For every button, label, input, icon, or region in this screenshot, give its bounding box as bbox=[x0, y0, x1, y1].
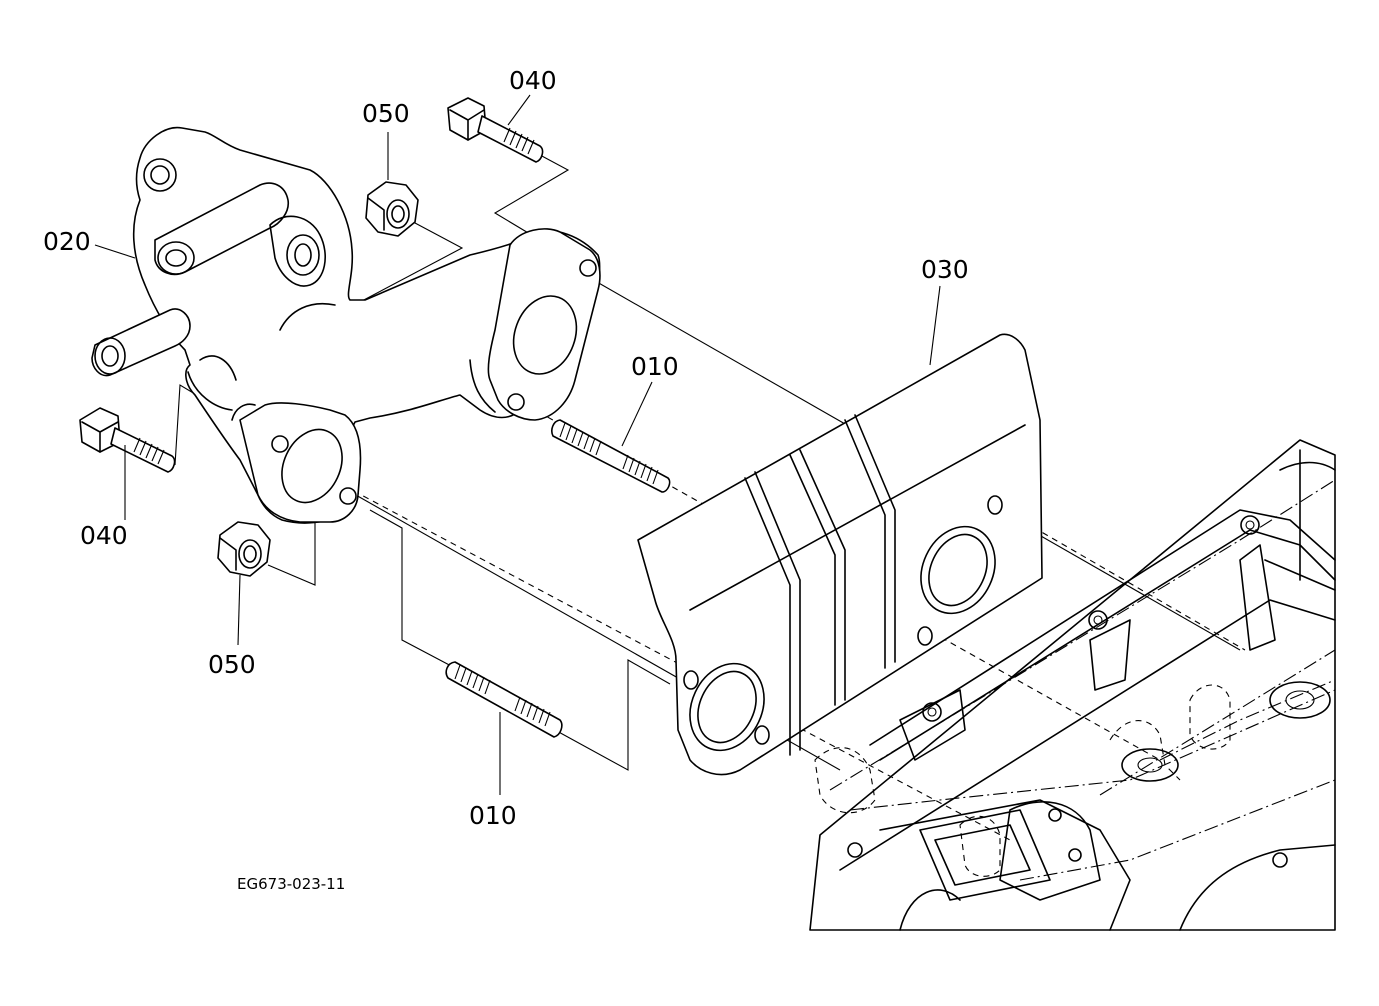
label-010-upper: 010 bbox=[631, 352, 679, 381]
leader-lines bbox=[94, 94, 941, 795]
gasket-030 bbox=[637, 333, 1043, 776]
label-020: 020 bbox=[43, 227, 91, 256]
label-050-lower: 050 bbox=[208, 650, 256, 679]
label-030: 030 bbox=[921, 255, 969, 284]
stud-010-upper bbox=[551, 419, 671, 493]
bolt-040-upper bbox=[447, 97, 544, 163]
nut-050-upper bbox=[365, 181, 419, 237]
label-010-lower: 010 bbox=[469, 801, 517, 830]
label-040-lower: 040 bbox=[80, 521, 128, 550]
manifold-020 bbox=[91, 126, 601, 524]
bolt-040-lower bbox=[79, 407, 176, 473]
drawing-number: EG673-023-11 bbox=[237, 875, 345, 893]
nut-050-lower bbox=[217, 521, 271, 577]
engine-block bbox=[809, 439, 1336, 931]
stud-010-lower bbox=[445, 661, 563, 738]
label-050-upper: 050 bbox=[362, 99, 410, 128]
label-040-upper: 040 bbox=[509, 66, 557, 95]
